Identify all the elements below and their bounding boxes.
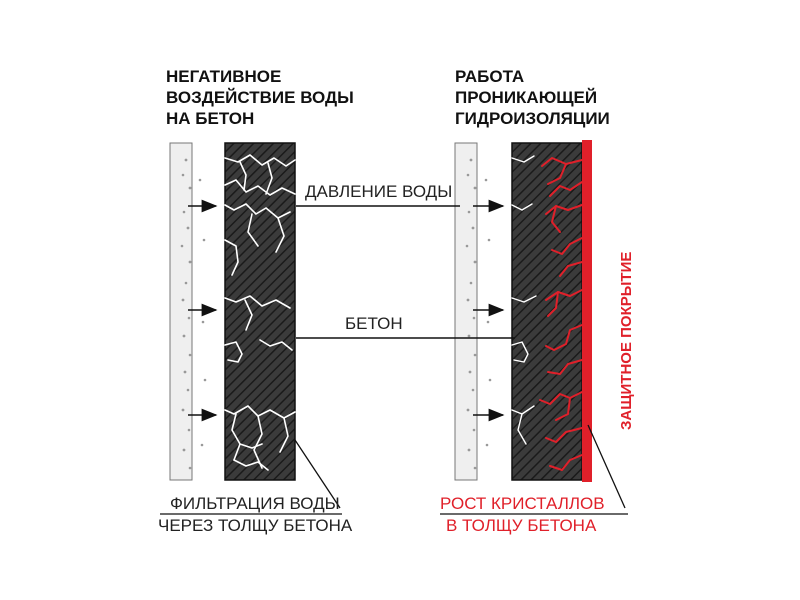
left-title-line-1: НЕГАТИВНОЕ (166, 67, 282, 86)
left-concrete-slab (224, 142, 296, 481)
right-title-line-2: ПРОНИКАЮЩЕЙ (455, 88, 598, 107)
right-water-drops (465, 158, 492, 470)
left-panel-title: НЕГАТИВНОЕ ВОЗДЕЙСТВИЕ ВОДЫ НА БЕТОН (166, 66, 354, 129)
right-title-line-1: РАБОТА (455, 67, 525, 86)
water-pressure-label: ДАВЛЕНИЕ ВОДЫ (305, 182, 453, 201)
left-caption-line-1: ФИЛЬТРАЦИЯ ВОДЫ (170, 494, 340, 513)
left-title-line-3: НА БЕТОН (166, 109, 255, 128)
right-crystal-growth (539, 157, 583, 471)
coating-label: ЗАЩИТНОЕ ПОКРЫТИЕ (618, 251, 635, 430)
left-water-cracks (224, 154, 296, 471)
right-caption-line-1: РОСТ КРИСТАЛЛОВ (440, 494, 605, 513)
left-water-arrows (188, 199, 218, 422)
protective-coating (582, 140, 592, 482)
left-water-layer (169, 142, 193, 481)
left-water-drops (180, 158, 207, 470)
right-caption-line-2: В ТОЛЩУ БЕТОНА (446, 516, 597, 535)
right-water-layer (454, 142, 478, 481)
right-caption-leader (587, 424, 626, 509)
right-panel-title: РАБОТА ПРОНИКАЮЩЕЙ ГИДРОИЗОЛЯЦИИ (455, 66, 610, 129)
left-title-line-2: ВОЗДЕЙСТВИЕ ВОДЫ (166, 88, 354, 107)
left-caption-line-2: ЧЕРЕЗ ТОЛЩУ БЕТОНА (158, 516, 353, 535)
right-water-arrows (473, 199, 505, 422)
right-concrete-slab (511, 142, 583, 481)
right-title-line-3: ГИДРОИЗОЛЯЦИИ (455, 109, 610, 128)
concrete-label: БЕТОН (345, 314, 403, 333)
right-residual-cracks (511, 155, 537, 445)
left-caption-leader (294, 439, 341, 509)
